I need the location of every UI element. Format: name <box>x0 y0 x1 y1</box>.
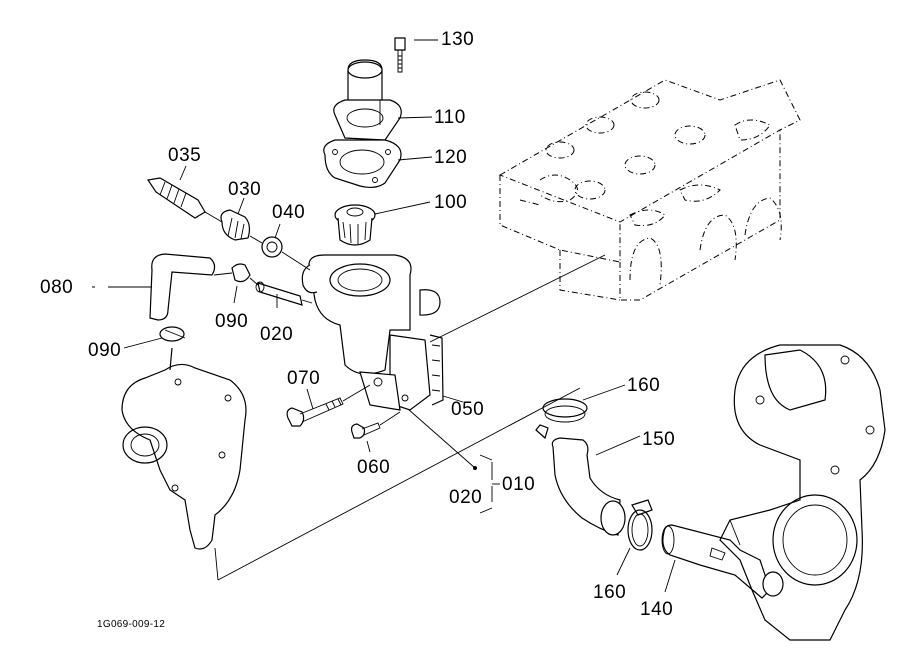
callout-090-upper: 090 <box>215 311 249 332</box>
drawing-code: 1G069-009-12 <box>97 619 166 630</box>
callout-130: 130 <box>441 29 475 50</box>
gasket-120-drawing <box>323 139 402 189</box>
callout-120: 120 <box>434 147 468 168</box>
callout-100: 100 <box>434 192 468 213</box>
callout-160-upper: 160 <box>627 375 661 396</box>
callout-060: 060 <box>357 457 391 478</box>
callout-010: 010 <box>502 474 536 495</box>
callout-110: 110 <box>434 107 466 128</box>
cylinder-head-drawing <box>498 79 801 301</box>
callout-090-lower: 090 <box>88 340 122 361</box>
bypass-hose-drawing <box>149 253 313 342</box>
callout-150: 150 <box>642 429 676 450</box>
bolts-drawing <box>286 384 401 439</box>
leader-lines <box>92 39 676 593</box>
callout-080: 080 <box>40 277 74 298</box>
callout-020-pipe: 020 <box>260 324 294 345</box>
callout-035: 035 <box>168 145 202 166</box>
callout-050: 050 <box>451 399 485 420</box>
callout-070: 070 <box>287 368 321 389</box>
callout-020-housing: 020 <box>449 487 483 508</box>
callout-140: 140 <box>640 599 674 620</box>
callout-160-lower: 160 <box>593 582 627 603</box>
thermostat-cover-drawing <box>333 37 406 141</box>
water-pump-left-drawing <box>121 347 247 550</box>
callout-040: 040 <box>272 202 306 223</box>
water-pump-right-drawing <box>719 344 886 641</box>
thermostat-housing-drawing <box>301 254 444 411</box>
sensor-assembly-drawing <box>146 177 311 271</box>
callout-030: 030 <box>228 179 262 200</box>
water-hose-drawing <box>535 398 784 599</box>
thermostat-drawing <box>334 204 376 246</box>
